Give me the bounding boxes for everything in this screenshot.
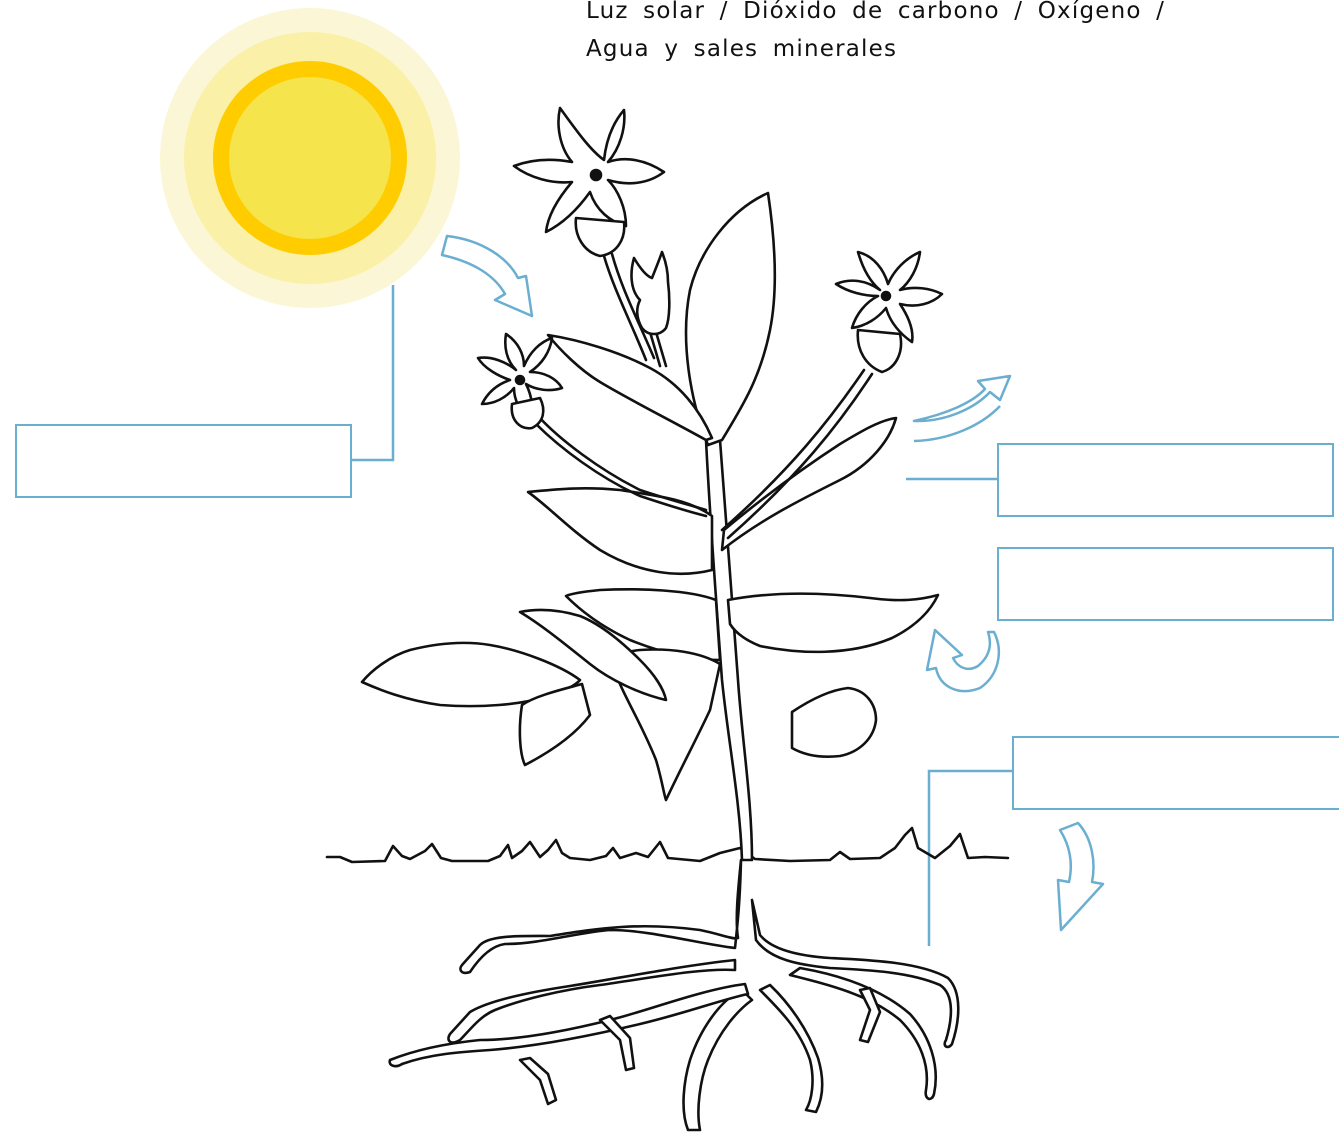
co2-in-arrow-icon <box>927 630 999 691</box>
answer-box-right-middle[interactable] <box>997 547 1334 621</box>
flower-right-icon <box>836 252 942 372</box>
flower-top-icon <box>514 108 664 256</box>
leaf-top-center <box>686 193 775 445</box>
answer-box-left[interactable] <box>15 424 352 498</box>
roots <box>460 860 741 973</box>
sun-icon <box>160 8 460 308</box>
leaf-right-round <box>792 688 876 757</box>
answer-box-right-bottom[interactable] <box>1012 736 1339 810</box>
water-down-arrow-icon <box>1058 823 1103 930</box>
leaf-middle-left <box>528 488 712 573</box>
ground-grass-line <box>327 828 1008 862</box>
flower-left-icon <box>478 334 562 428</box>
connector-sun-to-left-box <box>352 285 393 460</box>
sunlight-arrow-icon <box>442 236 532 316</box>
oxygen-out-arrow-icon <box>914 376 1010 441</box>
leaf-middle-right <box>722 418 896 550</box>
leaf-right-wide <box>728 594 938 652</box>
plant-icon <box>327 108 1008 1130</box>
answer-box-right-top[interactable] <box>997 443 1334 517</box>
